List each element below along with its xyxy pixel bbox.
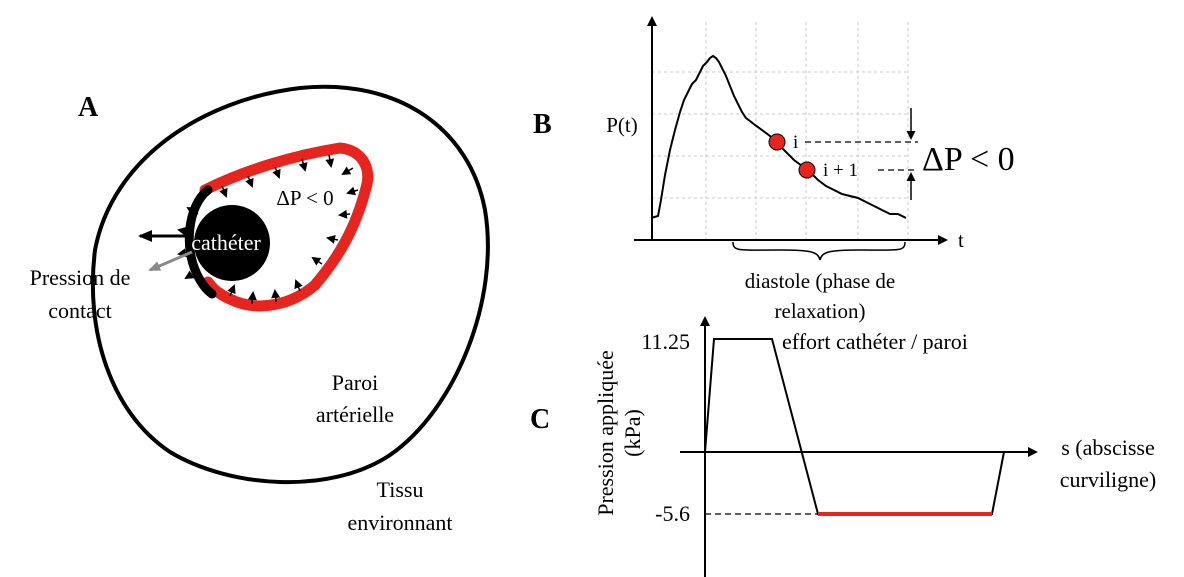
lumen-delta-p-label: ΔP < 0	[276, 186, 333, 210]
tissue-label-1: Tissu	[377, 477, 424, 502]
plot-c-x-label-2: curviligne)	[1060, 467, 1157, 492]
plot-b-x-label: t	[958, 228, 964, 252]
lumen-wall	[199, 142, 374, 312]
panel-c: C Pression appliquée (kPa) s (abscisse c…	[530, 316, 1157, 577]
plot-c-y-label-2: (kPa)	[620, 409, 645, 457]
wall-label-2: artérielle	[316, 402, 394, 427]
wall-label-1: Paroi	[332, 370, 378, 395]
point-i-label: i	[793, 132, 798, 153]
plot-c-y-label-1: Pression appliquée	[593, 350, 618, 516]
plot-c-x-label-1: s (abscisse	[1061, 435, 1154, 460]
contact-pressure-label-2: contact	[48, 298, 112, 323]
pressure-waveform	[650, 54, 907, 219]
catheter	[194, 205, 270, 281]
effort-curve	[704, 338, 1005, 515]
panel-c-letter: C	[530, 404, 550, 435]
plot-b-delta-p-label: ΔP < 0	[922, 141, 1015, 178]
plot-b-grid	[652, 22, 909, 240]
diastole-label-2: relaxation)	[775, 299, 866, 323]
contact-zone	[184, 185, 217, 299]
pressure-arrows	[177, 154, 359, 305]
point-i-plus-1-label: i + 1	[823, 160, 858, 181]
point-i-plus-1	[798, 161, 816, 179]
effort-curve-label: effort cathéter / paroi	[782, 329, 968, 354]
panel-b: B P(t) t i i + 1 ΔP < 0	[533, 16, 1015, 323]
panel-b-letter: B	[533, 109, 552, 140]
point-i	[768, 133, 786, 151]
tick-bottom: -5.6	[655, 501, 690, 526]
panel-a: A cathéter	[30, 84, 490, 535]
tick-top: 11.25	[641, 329, 690, 354]
panel-a-letter: A	[78, 92, 99, 123]
catheter-label: cathéter	[191, 230, 261, 255]
artery-outer-contour	[90, 84, 490, 485]
contact-pressure-arrow	[148, 250, 193, 272]
plot-b-y-label: P(t)	[606, 113, 638, 137]
diastole-brace	[732, 241, 906, 261]
contact-pressure-label-1: Pression de	[30, 265, 131, 290]
tissue-label-2: environnant	[347, 510, 452, 535]
diastole-label-1: diastole (phase de	[745, 269, 895, 293]
